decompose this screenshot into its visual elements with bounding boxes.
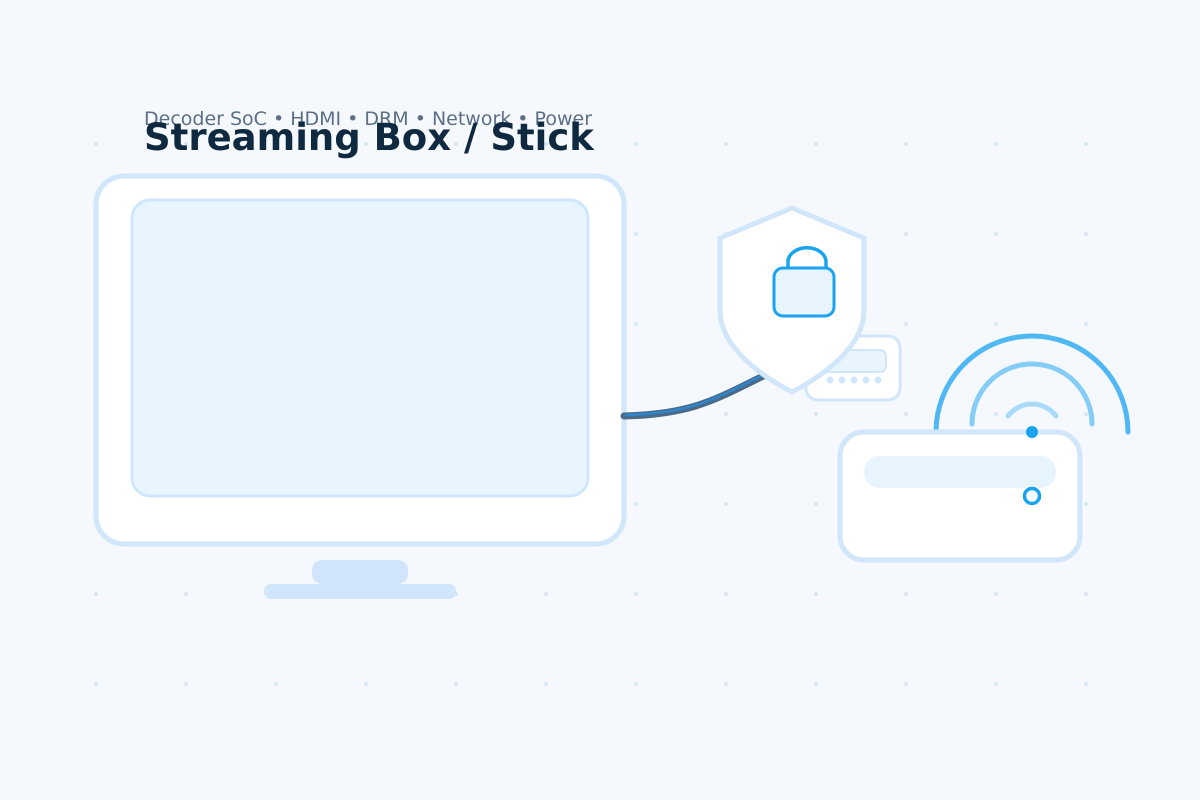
tv-monitor-icon [93, 173, 627, 599]
grid-dot [994, 412, 998, 416]
grid-dot [544, 142, 548, 146]
lock-shackle [786, 246, 828, 268]
grid-dot [904, 232, 908, 236]
grid-dot [1084, 232, 1088, 236]
lock-body [772, 266, 836, 318]
grid-dot [634, 232, 638, 236]
grid-dot [904, 592, 908, 596]
grid-dot [454, 142, 458, 146]
tv-stand-base [264, 584, 456, 599]
soc-led-row [826, 376, 882, 384]
grid-dot [274, 682, 278, 686]
grid-dot [634, 322, 638, 326]
wifi-arc-middle [969, 361, 1095, 427]
streaming-box-icon [837, 426, 1083, 563]
grid-dot [904, 322, 908, 326]
grid-dot [814, 412, 818, 416]
grid-dot [1084, 682, 1088, 686]
grid-dot [724, 502, 728, 506]
grid-dot [364, 142, 368, 146]
grid-dot [724, 592, 728, 596]
grid-dot [544, 592, 548, 596]
grid-dot [724, 682, 728, 686]
grid-dot [814, 592, 818, 596]
grid-dot [94, 682, 98, 686]
grid-dot [994, 322, 998, 326]
grid-dot [814, 502, 818, 506]
diagram-subtitle: Decoder SoC • HDMI • DRM • Network • Pow… [144, 108, 593, 130]
soc-led [874, 376, 882, 384]
grid-dot [994, 682, 998, 686]
tv-stand-neck [312, 560, 408, 584]
diagram-title: Streaming Box / Stick [144, 116, 594, 159]
wifi-arc-outer [933, 333, 1131, 435]
grid-dot [634, 682, 638, 686]
shield-lock-icon [717, 205, 867, 395]
grid-dot [184, 592, 188, 596]
tv-screen [130, 198, 590, 498]
grid-dot [724, 142, 728, 146]
soc-led [850, 376, 858, 384]
grid-dot [544, 682, 548, 686]
grid-dot [724, 412, 728, 416]
grid-dot [454, 682, 458, 686]
grid-dot [1084, 412, 1088, 416]
box-power-led [1022, 486, 1042, 506]
grid-dot [814, 142, 818, 146]
wifi-arc-inner [1005, 401, 1059, 419]
grid-dot [94, 142, 98, 146]
grid-dot [634, 142, 638, 146]
grid-dot [184, 142, 188, 146]
grid-dot [994, 232, 998, 236]
hdmi-cable-icon [620, 364, 784, 420]
soc-led [838, 376, 846, 384]
grid-dot [1084, 142, 1088, 146]
grid-dot [634, 592, 638, 596]
grid-dot [184, 682, 188, 686]
grid-dot [94, 592, 98, 596]
soc-led [862, 376, 870, 384]
box-body [837, 429, 1083, 563]
grid-dot [994, 142, 998, 146]
box-antenna-point [1026, 426, 1038, 438]
soc-led [826, 376, 834, 384]
box-front-panel [864, 456, 1056, 488]
cable-outer [620, 364, 784, 420]
grid-dot [364, 682, 368, 686]
grid-dot [904, 682, 908, 686]
grid-dot [1084, 592, 1088, 596]
grid-dot [904, 142, 908, 146]
grid-dot [994, 592, 998, 596]
grid-dot [1084, 322, 1088, 326]
grid-dot [904, 412, 908, 416]
cable-core [624, 365, 782, 417]
grid-dot [634, 502, 638, 506]
grid-dot [274, 142, 278, 146]
wifi-signal-icon [933, 333, 1131, 435]
grid-dot [814, 682, 818, 686]
grid-dot [1084, 502, 1088, 506]
